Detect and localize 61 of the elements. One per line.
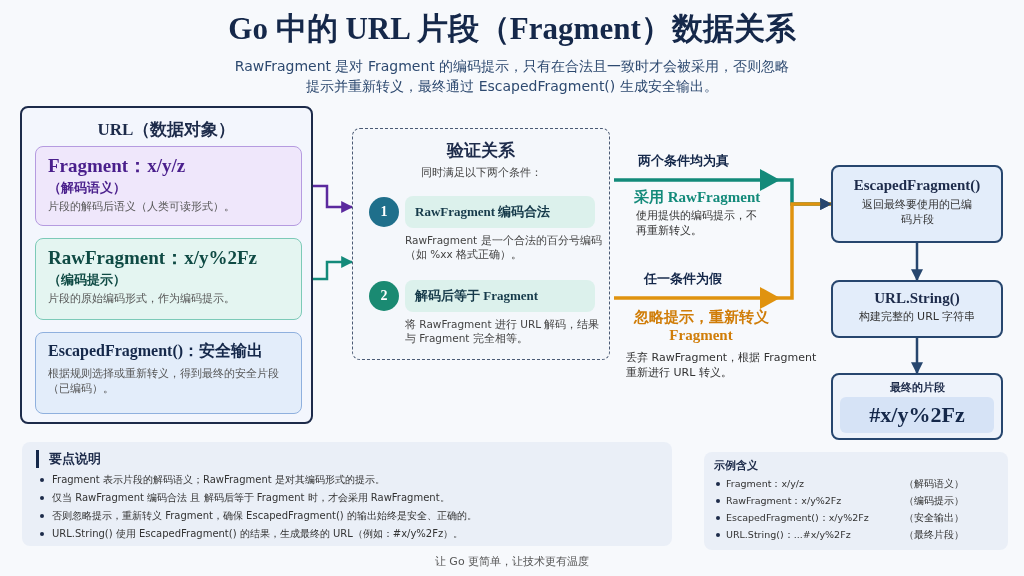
process-box bbox=[35, 146, 302, 226]
heading: 解码后等于 Fragment bbox=[415, 287, 540, 305]
panel bbox=[20, 106, 313, 424]
outcome-text: 采用 RawFragment bbox=[634, 188, 762, 207]
heading: URL（数据对象） bbox=[97, 119, 236, 141]
subtitle: RawFragment 是对 Fragment 的编码提示，只有在合法且一致时才会被采用，否则忽略提示并重新转义，最终通过 EscapedFragment() 生成安全输出。 bbox=[233, 57, 791, 97]
example-panel bbox=[704, 452, 1008, 550]
node-text: （解码语义） bbox=[48, 179, 127, 197]
node-text: 构建完整的 URL 字符串 bbox=[858, 310, 976, 325]
heading: #x/y%2Fz bbox=[869, 402, 965, 428]
process-box bbox=[831, 280, 1003, 338]
description: 将 RawFragment 进行 URL 解码，结果与 Fragment 完全相等。 bbox=[405, 317, 601, 346]
description: 使用提供的编码提示，不再重新转义。 bbox=[636, 209, 758, 239]
number-circle bbox=[369, 281, 399, 311]
node-text: （安全输出） bbox=[904, 511, 965, 525]
node-text: （最终片段） bbox=[904, 528, 965, 542]
node-text: URL.String() 使用 EscapedFragment() 的结果，生成最终的 URL（例如：#x/y%2Fz）。 bbox=[36, 525, 658, 543]
node-text: （解码语义） bbox=[904, 477, 965, 491]
edge-label: 任一条件为假 bbox=[642, 270, 723, 288]
process-box bbox=[405, 280, 595, 312]
node-text: 仅当 RawFragment 编码合法 且 解码后等于 Fragment 时，才会采用 RawFragment。 bbox=[36, 489, 658, 507]
heading: 最终的片段 bbox=[889, 380, 945, 395]
process-box bbox=[831, 165, 1003, 243]
heading: 示例含义 bbox=[714, 458, 759, 473]
process-box bbox=[831, 373, 1003, 440]
result-box bbox=[840, 397, 994, 433]
node-text: 片段的原始编码形式，作为编码提示。 bbox=[48, 292, 236, 307]
process-box bbox=[405, 196, 595, 228]
heading: URL.String() bbox=[874, 290, 960, 307]
dashed-panel bbox=[352, 128, 610, 360]
notes-panel bbox=[22, 442, 672, 546]
heading: RawFragment 编码合法 bbox=[415, 203, 552, 221]
node-text: （编码提示） bbox=[904, 494, 965, 508]
description: 丢弃 RawFragment，根据 Fragment 重新进行 URL 转义。 bbox=[626, 351, 818, 381]
node-text: URL.String()：...#x/y%2Fz bbox=[714, 526, 904, 543]
node-text: 否则忽略提示，重新转义 Fragment，确保 EscapedFragment() 的输出始终是安全、正确的。 bbox=[36, 507, 658, 525]
outcome-text: 忽略提示，重新转义 Fragment bbox=[632, 308, 770, 344]
node-text: EscapedFragment()：x/y%2Fz bbox=[714, 509, 904, 526]
process-box bbox=[35, 332, 302, 414]
process-box bbox=[35, 238, 302, 320]
node-text: 片段的解码后语义（人类可读形式）。 bbox=[48, 200, 236, 215]
node-text: Fragment 表示片段的解码语义；RawFragment 是对其编码形式的提示。 bbox=[36, 471, 658, 489]
number-circle bbox=[369, 197, 399, 227]
heading: 要点说明 bbox=[36, 450, 658, 468]
heading: Fragment：x/y/z bbox=[48, 154, 187, 178]
node-text: （编码提示） bbox=[48, 271, 127, 289]
edge-label: 两个条件均为真 bbox=[636, 152, 730, 170]
node-text: 返回最终要使用的已编码片段 bbox=[862, 198, 972, 228]
node-text: 根据规则选择或重新转义，得到最终的安全片段（已编码）。 bbox=[48, 367, 280, 397]
node-text: RawFragment：x/y%2Fz bbox=[714, 492, 904, 509]
heading: 1 bbox=[380, 204, 388, 220]
heading: 2 bbox=[380, 288, 388, 304]
description: RawFragment 是一个合法的百分号编码（如 %xx 格式正确）。 bbox=[405, 233, 603, 262]
node-text: Fragment：x/y/z bbox=[714, 475, 904, 492]
heading: EscapedFragment() bbox=[853, 177, 981, 194]
node-text: 同时满足以下两个条件： bbox=[420, 166, 542, 181]
title: Go 中的 URL 片段（Fragment）数据关系 bbox=[227, 10, 797, 48]
heading: 验证关系 bbox=[447, 140, 515, 162]
footer-text: 让 Go 更简单，让技术更有温度 bbox=[433, 555, 591, 570]
heading: RawFragment：x/y%2Fz bbox=[48, 246, 258, 270]
heading: EscapedFragment()：安全输出 bbox=[48, 341, 265, 362]
